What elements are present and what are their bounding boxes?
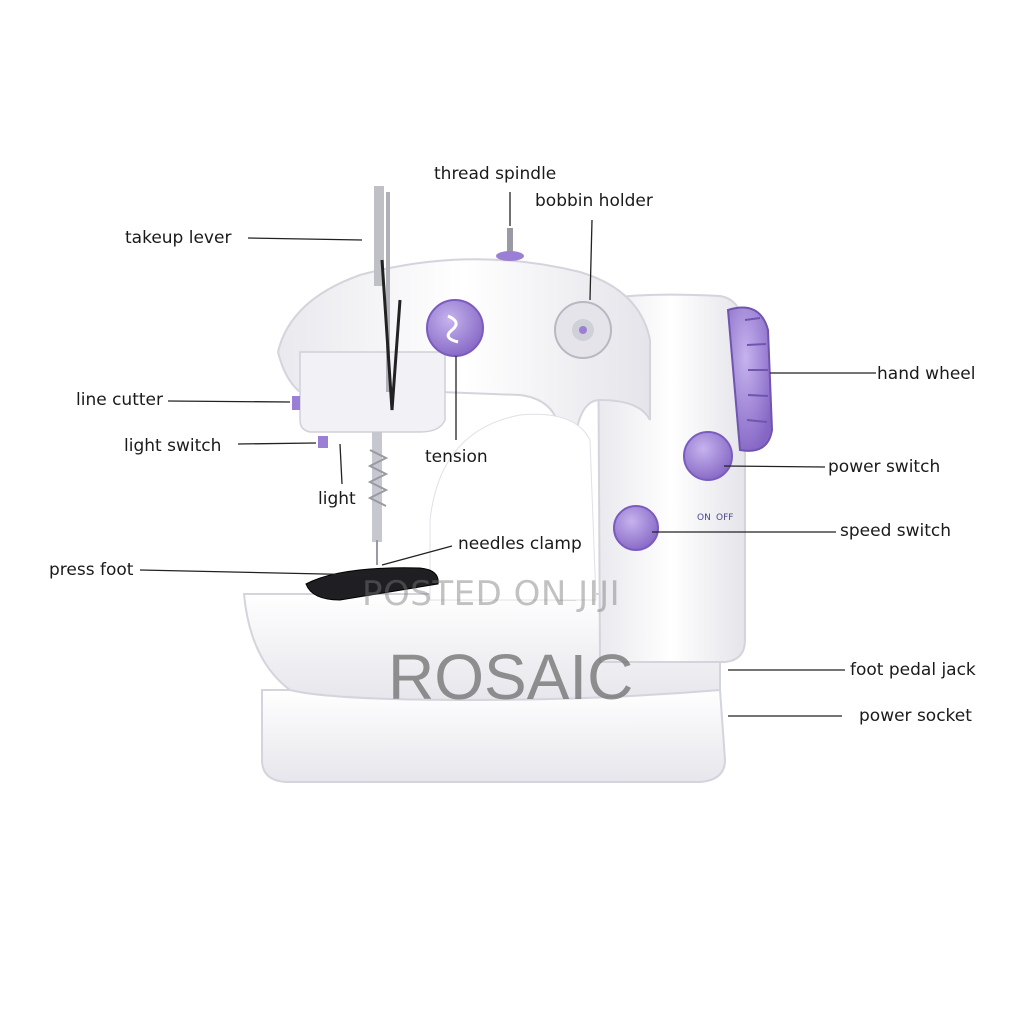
leader-press-foot xyxy=(139,569,371,576)
label-light-switch: light switch xyxy=(124,436,222,456)
press-foot xyxy=(305,567,439,601)
off-mark: OFF xyxy=(716,513,734,523)
leader-needles-clamp xyxy=(381,545,453,566)
label-thread-spindle: thread spindle xyxy=(434,164,557,184)
machine-base xyxy=(261,689,727,783)
label-speed-switch: speed switch xyxy=(840,521,952,541)
label-takeup-lever: takeup lever xyxy=(125,228,232,248)
line-cutter-part xyxy=(292,396,300,410)
label-foot-pedal-jack: foot pedal jack xyxy=(850,660,976,680)
label-light: light xyxy=(318,489,356,509)
needle-bar xyxy=(372,432,382,542)
leader-power-switch xyxy=(723,465,826,468)
leader-lines xyxy=(139,192,876,717)
thread-line xyxy=(380,259,402,411)
arm-opening xyxy=(429,413,597,601)
on-mark: ON xyxy=(697,513,711,523)
label-bobbin-holder: bobbin holder xyxy=(535,191,653,211)
label-power-switch: power switch xyxy=(828,457,941,477)
light-switch-part xyxy=(318,436,328,448)
label-line-cutter: line cutter xyxy=(76,390,163,410)
machine-arm xyxy=(276,258,651,601)
watermark-posted: POSTED ON JIJI xyxy=(362,574,621,614)
label-power-socket: power socket xyxy=(859,706,972,726)
leader-line-cutter xyxy=(167,400,291,403)
watermark-brand: ROSAIC xyxy=(388,641,634,713)
speed-switch-button xyxy=(613,505,659,551)
label-hand-wheel: hand wheel xyxy=(877,364,976,384)
leader-light xyxy=(339,443,343,485)
thread-spindle xyxy=(507,228,513,254)
sewing-machine xyxy=(242,186,774,783)
leader-takeup-lever xyxy=(247,237,363,241)
label-needles-clamp: needles clamp xyxy=(458,534,582,554)
label-press-foot: press foot xyxy=(49,560,134,580)
power-switch-button xyxy=(683,431,733,481)
machine-head xyxy=(299,351,446,433)
leader-bobbin-holder xyxy=(589,219,593,301)
label-tension: tension xyxy=(425,447,488,467)
leader-light-switch xyxy=(237,442,317,445)
takeup-lever xyxy=(374,186,384,286)
